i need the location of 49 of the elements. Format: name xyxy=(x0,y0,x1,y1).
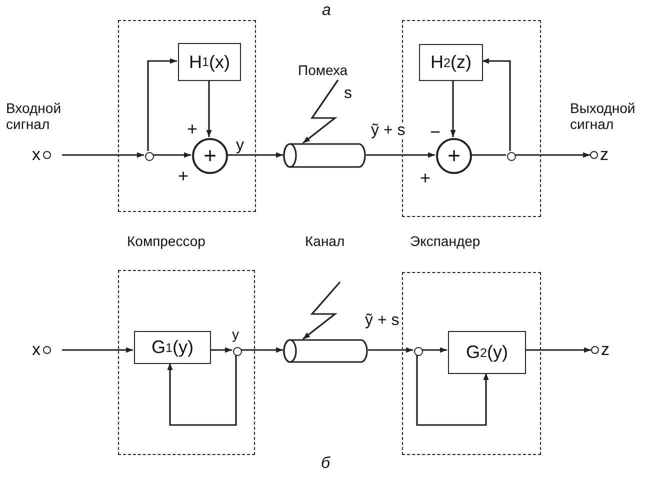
arrow xyxy=(227,152,283,158)
signal-terminal: z xyxy=(591,341,621,359)
signal-line xyxy=(471,154,506,156)
arrow xyxy=(482,58,511,151)
junction-dot xyxy=(233,347,242,356)
panel-letter: б xyxy=(321,455,330,474)
arrow xyxy=(368,347,413,353)
arrow xyxy=(416,355,489,426)
dashed-frame xyxy=(118,270,255,455)
signal-terminal: x xyxy=(32,146,62,164)
arrow xyxy=(366,152,435,158)
sign-label: + xyxy=(178,166,189,187)
sign-label: + xyxy=(187,119,198,140)
noise-arrow xyxy=(302,281,341,340)
dashed-frame xyxy=(402,272,541,455)
arrow xyxy=(167,355,237,426)
channel-cylinder xyxy=(283,339,368,363)
edge-label: ỹ + s xyxy=(364,313,400,329)
panel-letter: а xyxy=(322,2,331,20)
signal-label: Выходной сигнал xyxy=(570,100,636,132)
arrow xyxy=(422,347,447,353)
arrow xyxy=(147,58,177,151)
block-caption: Экспандер xyxy=(410,233,480,250)
summing-junction: + xyxy=(436,138,472,174)
arrow xyxy=(525,347,591,353)
signal-label: y xyxy=(232,326,239,342)
arrow xyxy=(210,347,232,353)
channel-cylinder xyxy=(283,143,366,168)
noise-arrow xyxy=(302,80,339,144)
signal-terminal: z xyxy=(590,146,620,164)
signal-terminal: x xyxy=(32,341,62,359)
signal-label: Входной сигнал xyxy=(6,100,62,132)
sign-label: + xyxy=(420,168,431,189)
edge-label: ỹ + s xyxy=(370,123,406,139)
summing-junction: + xyxy=(192,138,228,174)
arrow xyxy=(206,80,212,137)
noise-label: Помеха xyxy=(298,62,348,80)
arrow xyxy=(62,347,133,353)
junction-dot xyxy=(145,152,154,161)
arrow xyxy=(153,152,191,158)
arrow xyxy=(515,152,590,158)
junction-dot xyxy=(414,347,423,356)
block-caption: Канал xyxy=(305,233,345,250)
block-caption: Компрессор xyxy=(127,233,206,250)
junction-dot xyxy=(507,152,516,161)
arrow xyxy=(62,152,144,158)
arrow xyxy=(450,80,456,137)
arrow xyxy=(241,347,283,353)
dashed-frame xyxy=(118,20,256,212)
